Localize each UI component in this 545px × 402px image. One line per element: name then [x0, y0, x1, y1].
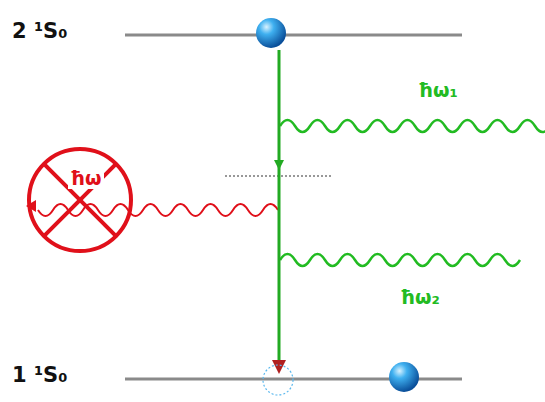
photon-wave: [280, 120, 545, 132]
photon-label: ħω₁: [418, 80, 458, 101]
electron-ball: [389, 362, 419, 392]
photon-label: ħω: [68, 168, 104, 189]
upper-level: [125, 34, 462, 37]
level-label: 2 ¹S₀: [12, 20, 67, 43]
photon-wave: [280, 254, 520, 266]
crossed-circle: [26, 146, 134, 254]
electron-ball: [256, 18, 286, 48]
transition-arrow: [278, 50, 281, 362]
arrowhead: [274, 160, 284, 170]
level-label: 1 ¹S₀: [12, 364, 67, 387]
photon-label: ħω₂: [400, 287, 440, 308]
arrowhead: [272, 360, 286, 374]
forbidden-photon-circle: ħω: [26, 146, 134, 254]
vacancy-circle: [263, 365, 293, 395]
